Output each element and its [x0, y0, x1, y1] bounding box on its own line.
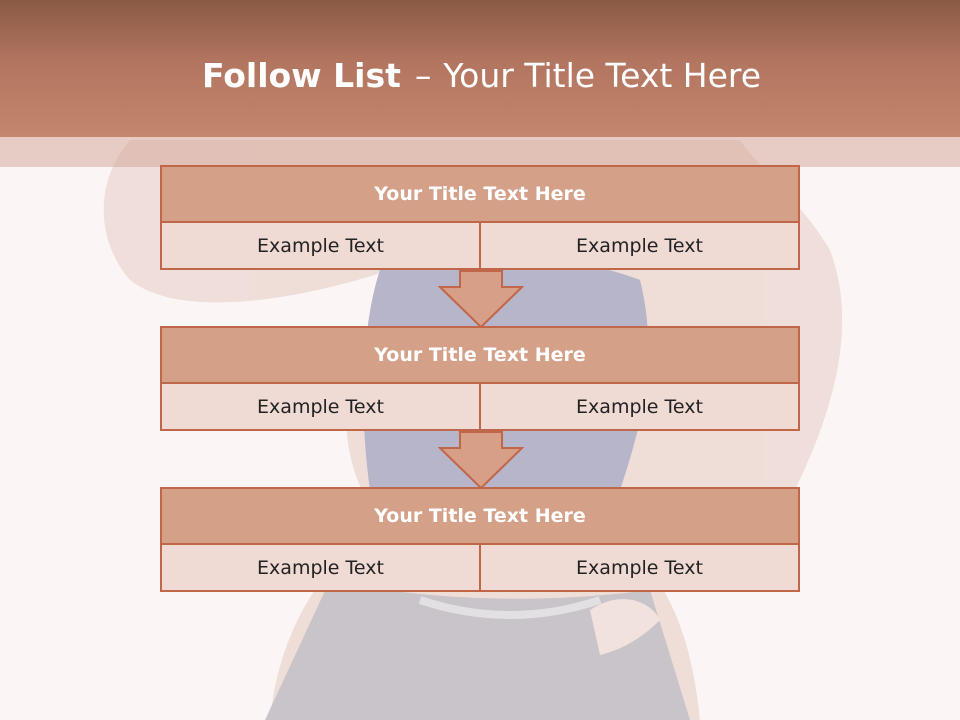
slide-title: Follow List–Your Title Text Here	[202, 54, 761, 98]
block-right-text: Example Text	[479, 384, 798, 429]
list-block: Your Title Text Here Example Text Exampl…	[160, 487, 800, 592]
block-right-text: Example Text	[479, 223, 798, 268]
block-left-text: Example Text	[162, 223, 479, 268]
title-bold: Follow List	[202, 56, 401, 95]
block-title: Your Title Text Here	[162, 328, 798, 384]
block-title: Your Title Text Here	[162, 167, 798, 223]
title-separator: –	[414, 56, 432, 95]
block-left-text: Example Text	[162, 384, 479, 429]
block-right-text: Example Text	[479, 545, 798, 590]
down-arrow-icon	[438, 431, 524, 489]
block-left-text: Example Text	[162, 545, 479, 590]
title-rest: Your Title Text Here	[443, 56, 762, 95]
block-title: Your Title Text Here	[162, 489, 798, 545]
header-band	[0, 0, 960, 137]
down-arrow-icon	[438, 270, 524, 328]
list-block: Your Title Text Here Example Text Exampl…	[160, 326, 800, 431]
header-strip	[0, 137, 960, 167]
list-block: Your Title Text Here Example Text Exampl…	[160, 165, 800, 270]
